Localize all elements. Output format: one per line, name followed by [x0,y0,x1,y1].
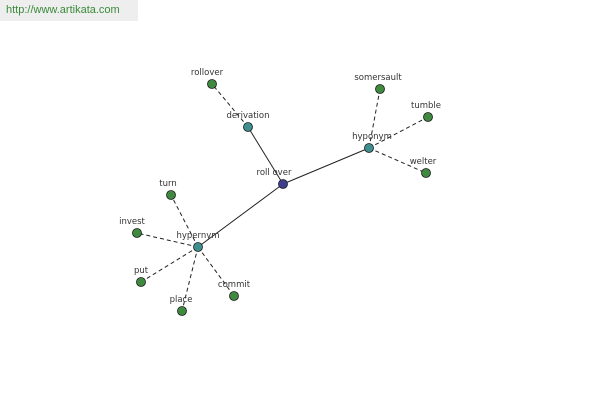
relation-node-hypernym[interactable] [193,242,203,252]
word-node-put[interactable] [136,277,146,287]
edge-hypernym-turn [170,194,199,248]
edge-hypernym-commit [197,246,235,297]
word-node-commit[interactable] [229,291,239,301]
edge-hypernym-invest [136,232,199,248]
word-node-rollover[interactable] [207,79,217,89]
relation-label-hypernym: hypernym [176,231,219,241]
word-label-put: put [134,266,149,276]
relation-label-derivation: derivation [226,111,269,121]
graph-edges [136,83,429,312]
word-label-turn: turn [159,179,176,189]
relation-node-hyponym[interactable] [364,143,374,153]
source-url-text[interactable]: http://www.artikata.com [6,4,120,16]
word-label-somersault: somersault [354,73,402,83]
root-node[interactable] [278,179,288,189]
word-node-somersault[interactable] [375,84,385,94]
word-label-welter: welter [410,157,437,167]
word-node-welter[interactable] [421,168,431,178]
word-label-place: place [170,295,193,305]
edge-hypernym-put [140,246,199,283]
word-label-tumble: tumble [411,101,441,111]
edge-hyponym-somersault [368,88,381,149]
word-node-place[interactable] [177,306,187,316]
graph-labels: roll over derivation rollover hyponym somers… [119,68,441,305]
word-label-commit: commit [218,280,251,290]
edge-derivation-rollover [211,83,249,128]
word-label-rollover: rollover [191,68,224,78]
edge-root-hyponym [282,147,370,185]
edge-hyponym-welter [368,147,427,174]
root-node-label: roll over [257,168,292,178]
relation-label-hyponym: hyponym [352,132,392,142]
edge-root-derivation [247,126,284,185]
relation-node-derivation[interactable] [243,122,253,132]
word-node-turn[interactable] [166,190,176,200]
edge-root-hypernym [197,183,284,248]
edge-hypernym-place [181,246,199,312]
word-label-invest: invest [119,217,145,227]
graph-nodes [132,79,433,316]
word-node-tumble[interactable] [423,112,433,122]
source-url-banner[interactable]: http://www.artikata.com [0,0,138,21]
word-node-invest[interactable] [132,228,142,238]
